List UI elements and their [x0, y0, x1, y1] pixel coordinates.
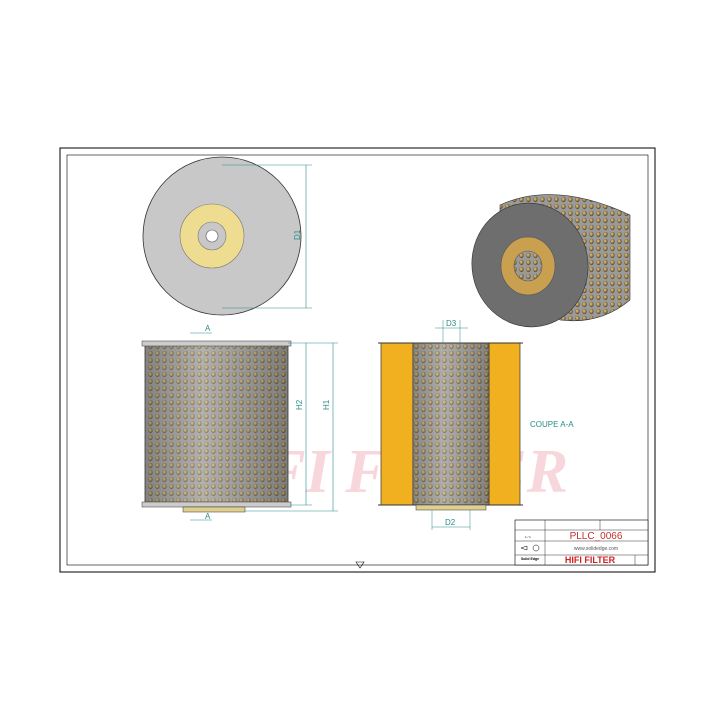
isometric-view: [471, 194, 631, 328]
title-block: 1 / 1 PLLC_0066 www.solidedge.com HIFI F…: [514, 519, 649, 566]
software-name: Solid Edge: [521, 557, 539, 561]
projection-symbol-icon: [520, 544, 540, 552]
section-marker-top: A: [205, 324, 211, 333]
website-text: www.solidedge.com: [574, 546, 618, 552]
dimension-d1: D1: [293, 229, 302, 240]
side-view: H2 H1 A A: [141, 324, 338, 521]
section-label: COUPE A-A: [530, 420, 574, 429]
centering-mark-icon: [355, 561, 365, 569]
part-number: PLLC_0066: [570, 531, 623, 542]
dimension-d3: D3: [446, 319, 457, 328]
section-marker-bottom: A: [205, 512, 211, 521]
section-view: D3 D2 COUPE A-A: [378, 319, 574, 530]
dimension-h2: H2: [295, 399, 304, 410]
top-view: D1: [142, 156, 312, 316]
dimension-d2: D2: [445, 518, 456, 527]
drawing-frame: [59, 147, 656, 573]
scale-text: 1 / 1: [525, 535, 531, 539]
dimension-h1: H1: [322, 399, 331, 410]
brand-name: HIFI FILTER: [565, 555, 616, 565]
